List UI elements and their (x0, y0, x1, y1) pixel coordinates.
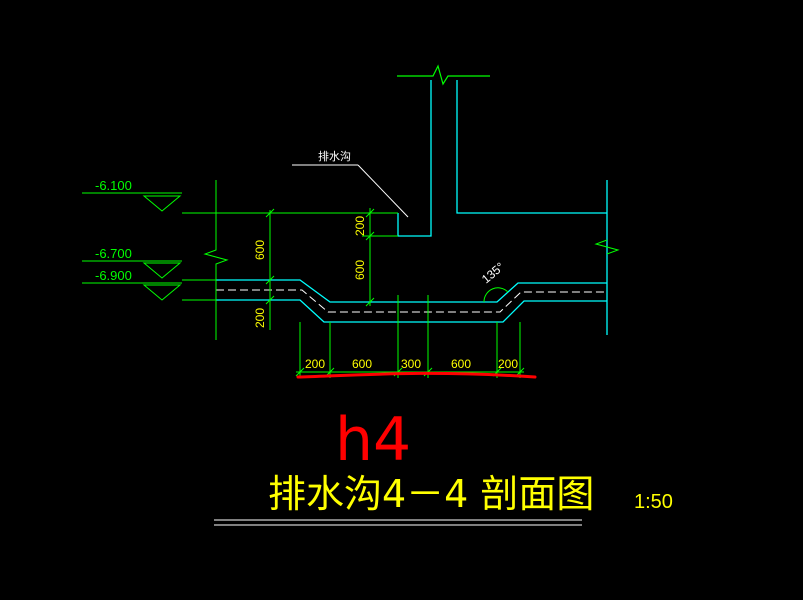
level-marker-1 (142, 195, 182, 212)
level-marker-2 (142, 262, 182, 279)
handwritten-note: h4 (335, 405, 411, 475)
slab-bottom-line (216, 299, 607, 323)
dim-mid-lower: 600 (353, 260, 367, 280)
wall-right-face (456, 80, 607, 214)
angle-label: 135° (479, 259, 507, 286)
dimension-lines (82, 180, 620, 378)
break-symbol-top (397, 64, 490, 86)
red-underline (296, 371, 537, 379)
title-underline (214, 519, 582, 526)
structure-lines (216, 80, 608, 335)
wall-left-face (397, 80, 432, 237)
dim-bottom-5: 200 (498, 357, 518, 371)
left-boundary (203, 180, 229, 340)
dim-bottom-2: 600 (352, 357, 372, 371)
dim-mid-upper: 200 (353, 216, 367, 236)
drawing-title: 排水沟4－4 剖面图 (268, 472, 594, 516)
dim-bottom-4: 600 (451, 357, 471, 371)
drawing-scale: 1:50 (634, 491, 673, 513)
callout-label: 排水沟 (318, 149, 351, 163)
level-label-2: -6.700 (95, 246, 132, 261)
level-label-3: -6.900 (95, 268, 132, 283)
slab-top-line (216, 279, 607, 303)
dim-left-lower: 200 (253, 308, 267, 328)
angle-arc (483, 287, 509, 303)
dim-left-upper: 600 (253, 240, 267, 260)
level-label-1: -6.100 (95, 178, 132, 193)
callout-leader (292, 164, 409, 218)
dim-bottom-3: 300 (401, 357, 421, 371)
waterproof-layer (216, 289, 607, 313)
dim-bottom-1: 200 (305, 357, 325, 371)
right-break (594, 239, 620, 255)
level-marker-3 (142, 284, 182, 301)
